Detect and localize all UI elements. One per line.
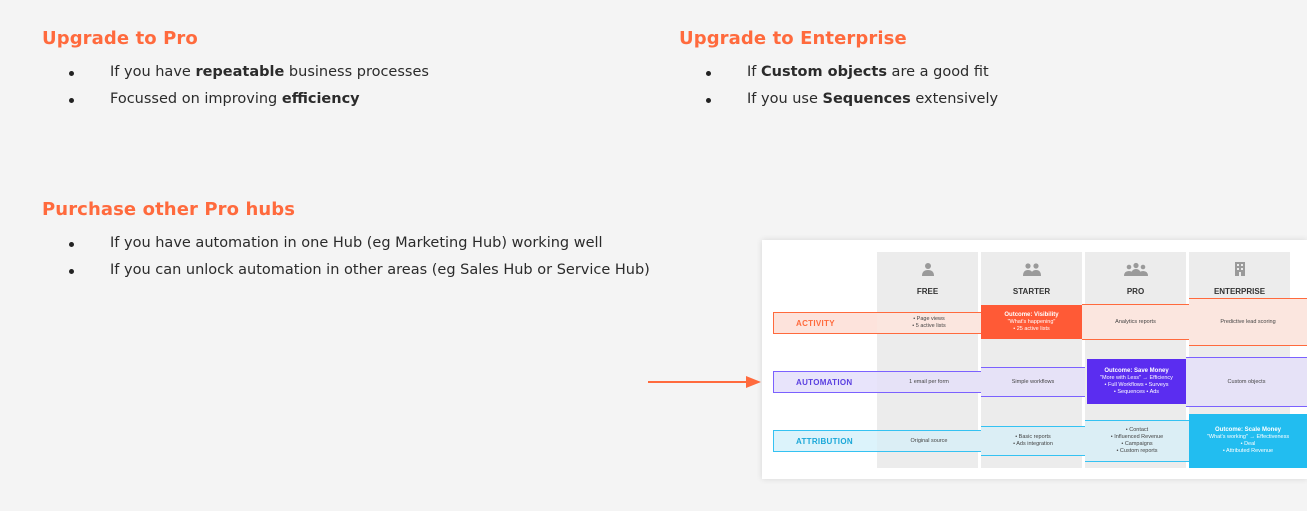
row-label-automation: AUTOMATION [773,371,877,393]
cell-text: • Campaigns [1121,441,1153,447]
attribution-enterprise-outcome-cell: Outcome: Scale Money "What's working" → … [1189,414,1307,468]
purchase-pro-hubs-section: Purchase other Pro hubs If you have auto… [42,199,650,284]
row-label-attribution: ATTRIBUTION [773,430,877,452]
row-label-activity: ACTIVITY [773,312,877,334]
hub-tier-matrix-image: FREE STARTER PRO ENTERPRISE ACTIVITY • P… [762,240,1307,479]
cell-text: • Influenced Revenue [1110,434,1164,440]
text: If you use [747,91,823,107]
list-item: If you use Sequences extensively [679,86,998,113]
group-icon [1085,262,1186,279]
cell-text: • 5 active lists [912,323,946,329]
text: If you have [110,64,196,80]
activity-pro-cell: Analytics reports [1082,304,1189,340]
cell-text: "More with Less" → Efficiency [1100,374,1173,381]
cell-text: • Ads integration [1013,441,1053,447]
automation-enterprise-cell: Custom objects [1186,357,1307,407]
purchase-pro-hubs-list: If you have automation in one Hub (eg Ma… [42,230,650,284]
automation-pro-outcome-cell: Outcome: Save Money "More with Less" → E… [1087,359,1186,404]
text: If [747,64,761,80]
cell-text: • Page views [913,316,945,322]
outcome-title: Outcome: Visibility [1004,311,1059,318]
text: business processes [284,64,429,80]
cell-text: • Custom reports [1116,448,1158,454]
arrow-right-icon [648,376,761,388]
column-title: ENTERPRISE [1213,287,1266,296]
list-item: If you can unlock automation in other ar… [42,257,650,284]
text: are a good fit [886,64,989,80]
outcome-title: Outcome: Save Money [1104,367,1169,374]
column-title: FREE [916,287,939,296]
cell-text: • Attributed Revenue [1222,448,1274,454]
column-header-free: FREE [877,252,978,296]
column-header-pro: PRO [1085,252,1186,296]
cell-text: • 25 active lists [1013,325,1050,332]
upgrade-to-enterprise-list: If Custom objects are a good fit If you … [679,59,998,113]
bold-text: Sequences [822,91,911,107]
cell-text: • Deal [1240,441,1256,447]
automation-starter-cell: Simple workflows [981,367,1085,397]
cell-text: Analytics reports [1115,318,1156,325]
list-item: If you have repeatable business processe… [42,59,429,86]
upgrade-to-enterprise-title: Upgrade to Enterprise [679,28,907,49]
upgrade-to-enterprise-section: Upgrade to Enterprise If Custom objects … [679,28,998,113]
list-item: Focussed on improving efficiency [42,86,429,113]
column-header-starter: STARTER [981,252,1082,296]
cell-text: Simple workflows [1011,378,1055,385]
purchase-pro-hubs-title: Purchase other Pro hubs [42,199,296,220]
activity-starter-outcome-cell: Outcome: Visibility "What's happening" •… [981,305,1082,339]
upgrade-to-pro-list: If you have repeatable business processe… [42,59,429,113]
bold-text: repeatable [195,64,285,80]
text: Focussed on improving [110,91,282,107]
column-title: PRO [1126,287,1145,296]
cell-text: Predictive lead scoring [1220,318,1276,325]
cell-text: "What's happening" [1007,318,1056,325]
building-icon [1189,262,1290,279]
list-item: If Custom objects are a good fit [679,59,998,86]
automation-free-cell: 1 email per form [877,371,981,393]
attribution-pro-cell: • Contact • Influenced Revenue • Campaig… [1085,420,1189,462]
upgrade-to-pro-title: Upgrade to Pro [42,28,198,49]
two-people-icon [981,262,1082,279]
cell-text: "What's working" → Effectiveness [1206,434,1290,440]
cell-text: Original source [910,437,948,444]
upgrade-to-pro-section: Upgrade to Pro If you have repeatable bu… [42,28,429,113]
column-title: STARTER [1012,287,1051,296]
cell-text: 1 email per form [909,378,949,385]
person-icon [877,262,978,279]
activity-free-cell: • Page views • 5 active lists [877,312,981,334]
bold-text: Custom objects [761,64,887,80]
cell-text: • Sequences • Ads [1113,388,1160,395]
column-header-enterprise: ENTERPRISE [1189,252,1290,296]
cell-text: • Basic reports [1015,434,1051,440]
attribution-free-cell: Original source [877,430,981,452]
cell-text: • Contact [1125,427,1149,433]
bold-text: efficiency [281,91,360,107]
attribution-starter-cell: • Basic reports • Ads integration [981,426,1085,456]
cell-text: Custom objects [1227,378,1266,385]
activity-enterprise-cell: Predictive lead scoring [1189,298,1307,346]
outcome-title: Outcome: Scale Money [1214,427,1282,433]
cell-text: • Full Workflows • Surveys [1104,381,1169,388]
text: extensively [910,91,999,107]
list-item: If you have automation in one Hub (eg Ma… [42,230,650,257]
